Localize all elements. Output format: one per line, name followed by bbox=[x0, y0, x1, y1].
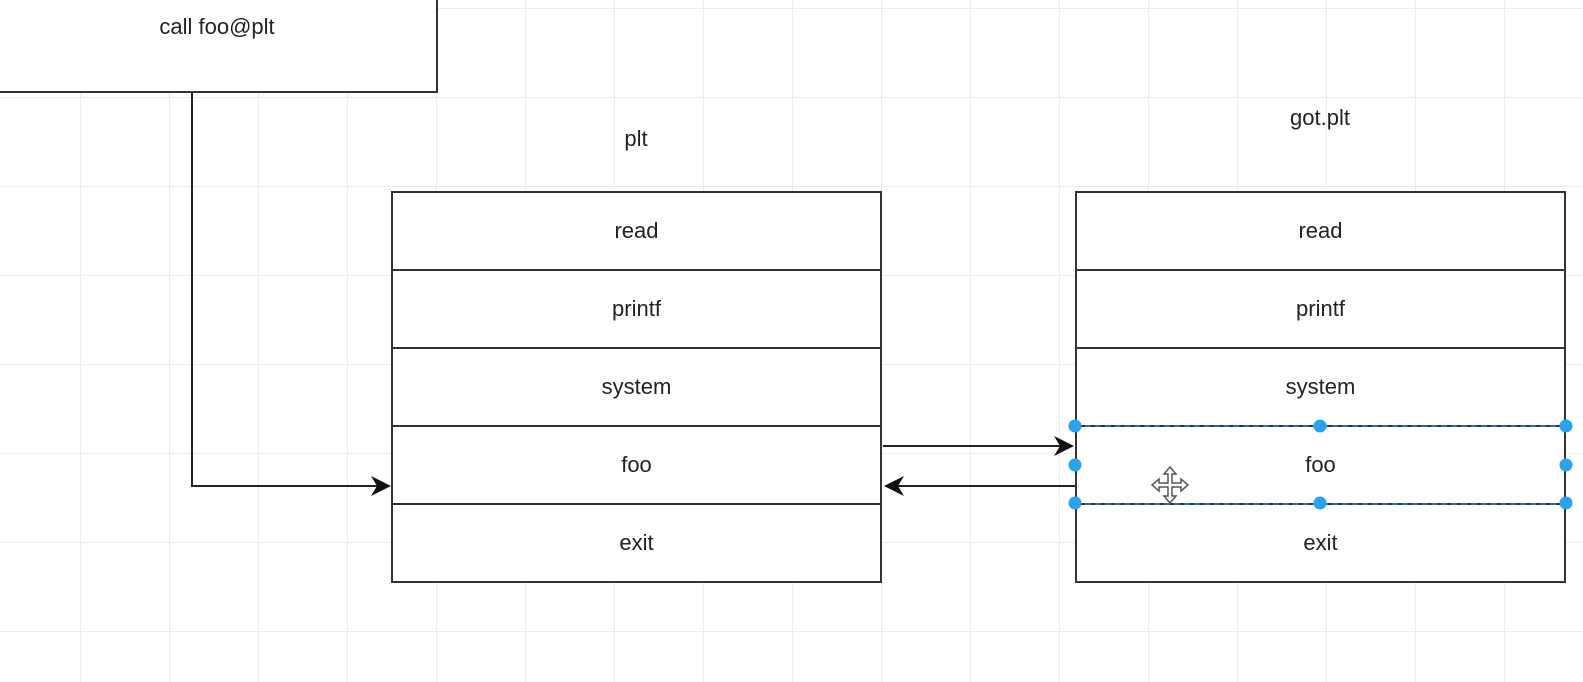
plt-row-printf[interactable]: printf bbox=[391, 271, 882, 349]
got-row-system[interactable]: system bbox=[1075, 349, 1566, 427]
plt-table: read printf system foo exit bbox=[391, 191, 882, 583]
resize-handle-n[interactable] bbox=[1313, 419, 1327, 433]
plt-title: plt bbox=[624, 126, 648, 151]
plt-row-foo[interactable]: foo bbox=[391, 427, 882, 505]
plt-row-exit[interactable]: exit bbox=[391, 505, 882, 583]
call-foo-plt-text: call foo@plt bbox=[159, 14, 275, 39]
got-plt-title: got.plt bbox=[1290, 105, 1350, 130]
resize-handle-sw[interactable] bbox=[1068, 496, 1082, 510]
resize-handle-ne[interactable] bbox=[1559, 419, 1573, 433]
caller-to-plt-foo-arrow[interactable] bbox=[191, 92, 391, 496]
got-row-printf[interactable]: printf bbox=[1075, 271, 1566, 349]
resize-handle-s[interactable] bbox=[1313, 496, 1327, 510]
move-cursor-icon bbox=[1150, 465, 1190, 505]
resize-handle-e[interactable] bbox=[1559, 458, 1573, 472]
call-foo-plt-box[interactable]: call foo@plt bbox=[0, 0, 438, 93]
got-row-foo[interactable]: foo bbox=[1075, 427, 1566, 505]
selection-outline bbox=[1075, 425, 1566, 505]
resize-handle-nw[interactable] bbox=[1068, 419, 1082, 433]
got-row-read[interactable]: read bbox=[1075, 191, 1566, 271]
got-plt-table: read printf system foo exit bbox=[1075, 191, 1566, 583]
got-row-exit[interactable]: exit bbox=[1075, 505, 1566, 583]
plt-row-read[interactable]: read bbox=[391, 191, 882, 271]
resize-handle-se[interactable] bbox=[1559, 496, 1573, 510]
plt-row-system[interactable]: system bbox=[391, 349, 882, 427]
resize-handle-w[interactable] bbox=[1068, 458, 1082, 472]
